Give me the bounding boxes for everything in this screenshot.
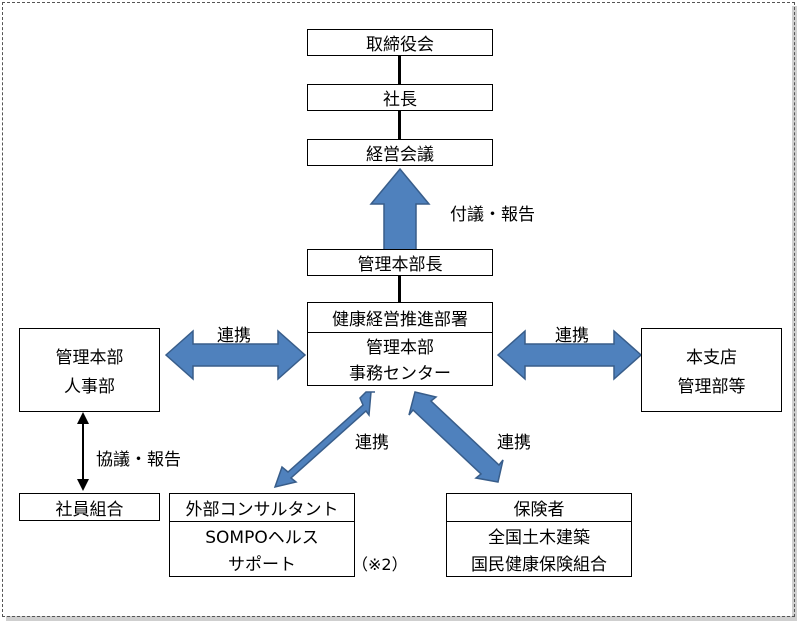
- health-promotion-box: 健康経営推進部署 管理本部 事務センター: [307, 302, 493, 386]
- connector-director-dept: [398, 275, 401, 302]
- insurer-title: 保険者: [447, 494, 631, 522]
- health-promotion-title: 健康経営推進部署: [308, 304, 492, 333]
- health-promotion-line1: 管理本部: [366, 338, 434, 358]
- management-meeting-label: 経営会議: [366, 145, 434, 165]
- president-label: 社長: [383, 90, 417, 110]
- arrowhead-down-icon: [77, 479, 89, 491]
- branch-admin-box: 本支店 管理部等: [641, 328, 782, 412]
- health-promotion-line2: 事務センター: [349, 364, 451, 384]
- up-arrow-icon: [369, 167, 431, 251]
- consultant-title: 外部コンサルタント: [170, 494, 354, 522]
- frame-shadow-bottom: [6, 616, 797, 621]
- insurer-box: 保険者 全国土木建築 国民健康保険組合: [446, 493, 632, 577]
- lower-left-double-arrow-icon: [273, 391, 375, 489]
- board-label: 取締役会: [366, 35, 434, 55]
- hr-line2: 人事部: [64, 377, 115, 397]
- hr-box: 管理本部 人事部: [19, 328, 160, 412]
- branch-admin-line2: 管理部等: [677, 377, 746, 397]
- left-double-arrow-icon: [164, 329, 307, 381]
- connector-board-president: [398, 56, 401, 84]
- president-box: 社長: [307, 84, 493, 111]
- hr-line1: 管理本部: [55, 348, 124, 368]
- union-box: 社員組合: [19, 493, 160, 521]
- branch-admin-line1: 本支店: [686, 348, 737, 368]
- insurer-line2: 国民健康保険組合: [471, 555, 607, 575]
- admin-director-box: 管理本部長: [307, 249, 493, 276]
- lower-right-double-arrow-icon: [408, 391, 504, 483]
- link-lower-right-label: 連携: [497, 433, 531, 453]
- management-meeting-box: 経営会議: [307, 139, 493, 166]
- link-left-label: 連携: [217, 326, 251, 346]
- connector-president-meeting: [398, 111, 401, 139]
- insurer-line1: 全国土木建築: [488, 528, 590, 548]
- admin-director-label: 管理本部長: [357, 255, 443, 275]
- board-box: 取締役会: [307, 29, 493, 56]
- note-label: （※2）: [352, 555, 408, 574]
- consultant-line1: SOMPOヘルス: [205, 528, 319, 548]
- consultant-box: 外部コンサルタント SOMPOヘルス サポート: [169, 493, 355, 577]
- link-lower-left-label: 連携: [355, 433, 389, 453]
- consultant-line2: サポート: [228, 555, 296, 575]
- arrowhead-up-icon: [77, 412, 89, 424]
- union-label: 社員組合: [55, 499, 124, 520]
- report-up-label: 付議・報告: [450, 205, 535, 225]
- consult-report-label: 協議・報告: [96, 450, 181, 470]
- link-right-label: 連携: [555, 326, 589, 346]
